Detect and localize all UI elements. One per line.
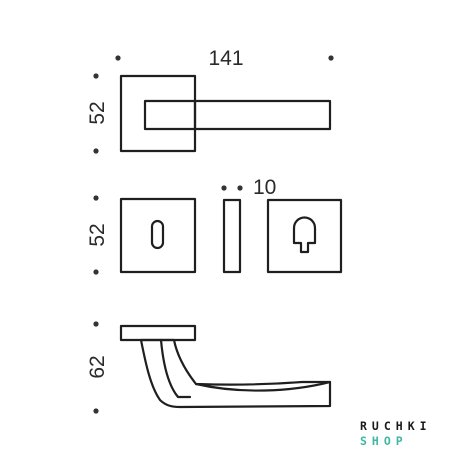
dim-dot	[221, 185, 227, 191]
lever-side-profile	[139, 338, 332, 409]
cylinder-rose-square	[266, 198, 343, 274]
top-width-label: 141	[208, 47, 243, 70]
dim-dot	[93, 73, 99, 79]
keyhole-slot	[150, 219, 165, 250]
side-view: 62	[86, 321, 332, 414]
thickness-label: 10	[253, 176, 276, 199]
rose-profile-view	[222, 198, 242, 274]
middle-view: 52 10	[86, 176, 343, 275]
lever-top-view-inner	[143, 99, 197, 131]
dim-dot	[93, 148, 99, 154]
dim-dot	[237, 185, 243, 191]
lever-facet-line	[194, 380, 332, 392]
key-rose-square	[119, 197, 197, 274]
top-height-label: 52	[86, 101, 109, 124]
brand-line-2: SHOP	[360, 434, 408, 448]
middle-height-label: 52	[86, 223, 109, 246]
dim-dot	[93, 269, 99, 275]
top-view: 141 52	[86, 47, 334, 154]
dim-dot	[93, 408, 99, 414]
dim-dot	[115, 55, 121, 61]
dim-dot	[328, 55, 334, 61]
lever-side-detail	[159, 338, 192, 399]
bottom-height-label: 62	[86, 355, 109, 378]
lever-top-view-outer	[193, 99, 332, 131]
euro-cylinder-hole	[292, 216, 317, 254]
dim-dot	[93, 321, 99, 327]
brand-logo: RUCHKI SHOP	[360, 419, 432, 448]
dim-dot	[93, 195, 99, 201]
top-rose-square	[119, 74, 197, 153]
brand-line-1: RUCHKI	[360, 419, 432, 433]
side-rose-plate	[119, 324, 197, 342]
